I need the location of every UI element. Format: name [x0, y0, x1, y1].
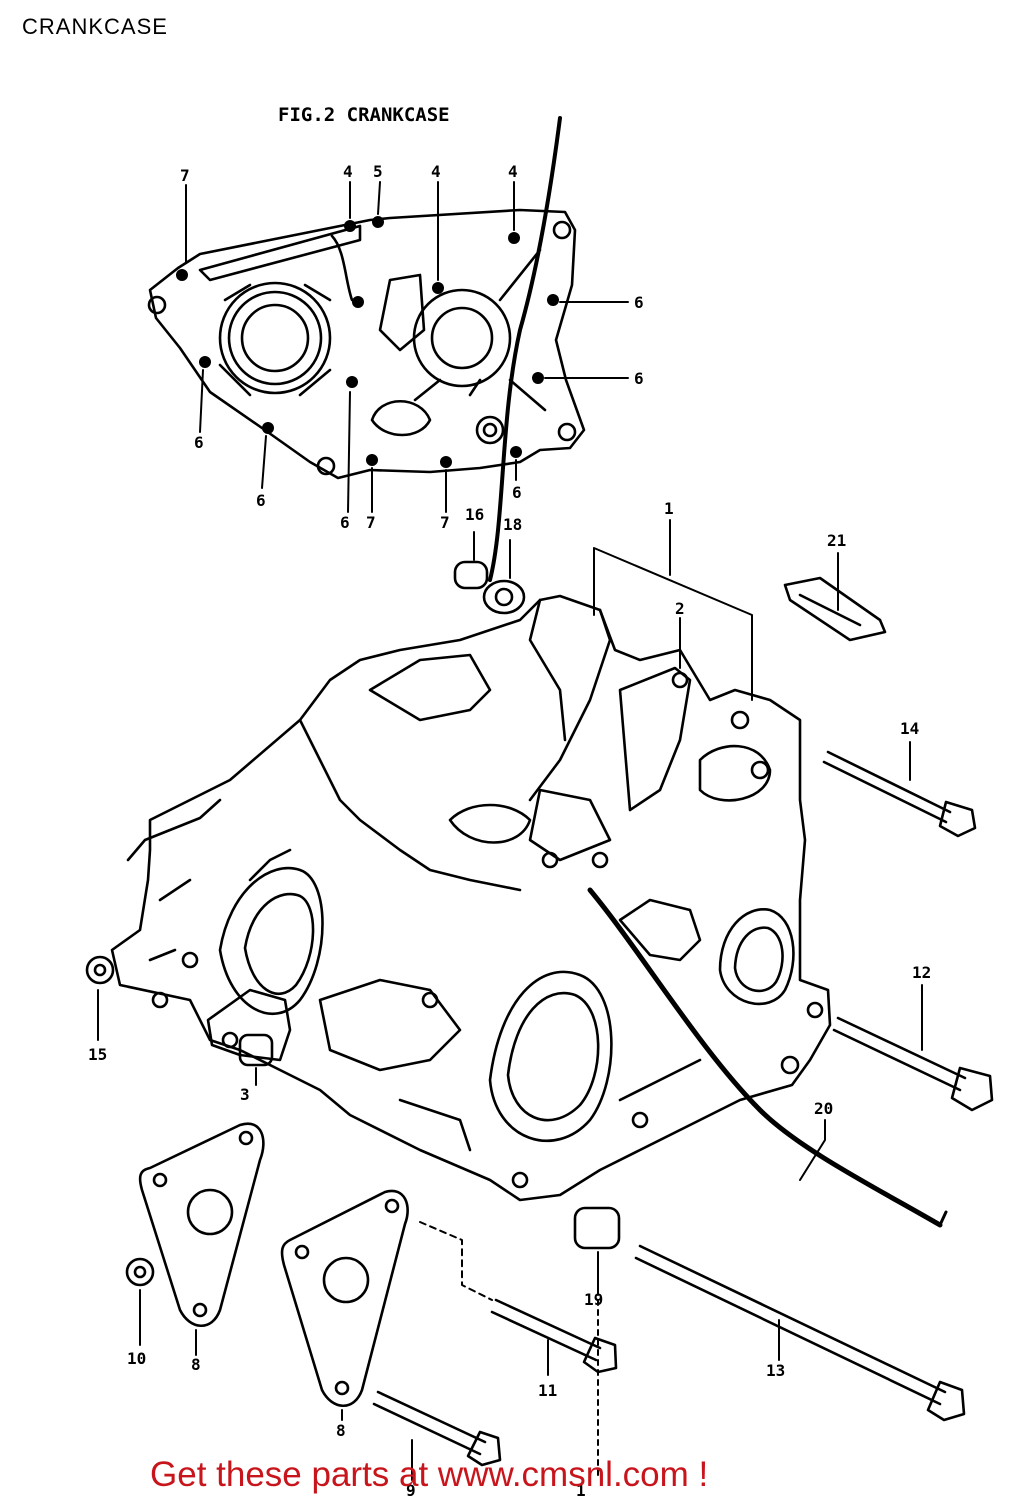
bolt-13 — [634, 1244, 966, 1422]
callout-7: 7 — [180, 166, 190, 185]
crankcase-half-upper — [147, 116, 586, 582]
callout-19: 19 — [584, 1290, 603, 1309]
callout-7: 7 — [366, 513, 376, 532]
callout-20: 20 — [814, 1099, 833, 1118]
callout-4: 4 — [343, 162, 353, 181]
part-8-plate-left — [138, 1122, 265, 1327]
callout-15: 15 — [88, 1045, 107, 1064]
part-8-plate-right — [280, 1189, 409, 1407]
callout-4: 4 — [431, 162, 441, 181]
upper-leader-lines — [185, 181, 629, 513]
callout-1: 1 — [576, 1481, 586, 1500]
part-10-washer — [125, 1257, 155, 1287]
footer-link-text[interactable]: Get these parts at www.cmsnl.com ! — [150, 1455, 709, 1494]
breather-hose — [587, 887, 943, 1228]
callout-9: 9 — [406, 1481, 416, 1500]
upper-bolts — [176, 216, 559, 468]
callout-6: 6 — [194, 433, 204, 452]
callout-10: 10 — [127, 1349, 146, 1368]
callout-6: 6 — [634, 369, 644, 388]
crankcase-holes — [151, 710, 824, 1189]
callout-2: 2 — [675, 599, 685, 618]
callout-21: 21 — [827, 531, 846, 550]
page-header-title: CRANKCASE — [22, 14, 168, 39]
bolt-9 — [372, 1390, 502, 1467]
part-2-gasket — [618, 666, 692, 812]
callout-13: 13 — [766, 1361, 785, 1380]
callout-4: 4 — [508, 162, 518, 181]
callout-5: 5 — [373, 162, 383, 181]
lower-leader-lines — [97, 531, 923, 1481]
callout-6: 6 — [256, 491, 266, 510]
callout-18: 18 — [503, 515, 522, 534]
callout-14: 14 — [900, 719, 919, 738]
figure-title: FIG.2 CRANKCASE — [278, 104, 450, 126]
part-3-sleeve — [238, 1033, 274, 1067]
callout-8: 8 — [191, 1355, 201, 1374]
callout-6: 6 — [340, 513, 350, 532]
callout-12: 12 — [912, 963, 931, 982]
part-15-washer — [85, 955, 115, 985]
callout-3: 3 — [240, 1085, 250, 1104]
callout-1: 1 — [664, 499, 674, 518]
part-21 — [783, 576, 887, 642]
callout-labels: 7 4 5 4 4 6 6 6 6 6 7 7 6 16 18 1 2 21 1… — [88, 162, 931, 1500]
bolt-12 — [832, 1016, 994, 1112]
bolt-11 — [490, 1298, 618, 1374]
bolt-14 — [822, 750, 977, 838]
part-16-18 — [453, 560, 526, 615]
callout-7: 7 — [440, 513, 450, 532]
part-19-sleeve — [573, 1206, 621, 1250]
crankcase-assembly — [110, 594, 832, 1202]
callout-11: 11 — [538, 1381, 557, 1400]
callout-6: 6 — [512, 483, 522, 502]
callout-16: 16 — [465, 505, 484, 524]
callout-8: 8 — [336, 1421, 346, 1440]
part-1-bracket — [593, 547, 753, 701]
callout-6: 6 — [634, 293, 644, 312]
